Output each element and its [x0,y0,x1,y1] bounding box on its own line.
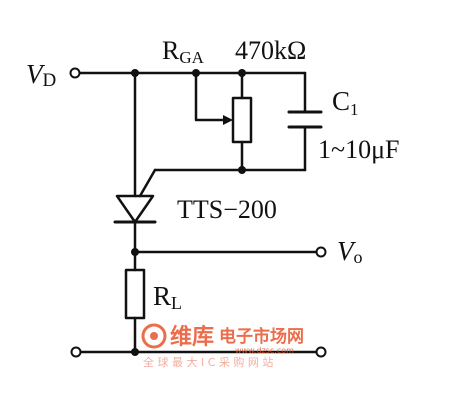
watermark-brand: 维库 [170,324,214,350]
junction-dot [131,348,139,356]
terminal-ground-left [70,346,82,358]
label-c1-value: 1~10μF [318,135,399,164]
terminal-vo [315,246,327,258]
thyristor-triangle [115,194,155,224]
wire-wiper [194,71,230,122]
watermark-title: 电子市场网 [219,326,304,347]
watermark: 维库 电子市场网 www.dzsc.com 全 球 最 大 I C 采 购 网 … [141,323,304,369]
junction-dot [192,69,200,77]
label-rga: RGA [162,36,205,67]
label-rl: RL [153,281,182,313]
label-c1: C1 [332,86,359,119]
junction-dot [131,69,139,77]
wiper-arrow-icon [223,115,233,125]
label-rga-value: 470kΩ [235,36,306,65]
terminal-vd [69,67,81,79]
label-vo: Vo [337,236,363,267]
watermark-url: www.dzsc.com [235,346,294,355]
potentiometer-body [231,96,253,144]
junction-dot [131,248,139,256]
watermark-slogan: 全 球 最 大 I C 采 购 网 站 [143,355,273,369]
label-thyristor: TTS−200 [177,195,277,224]
wire-gate [138,168,157,198]
junction-dot [238,166,246,174]
resistor-rl-body [124,268,146,320]
watermark-logo-icon [141,323,167,349]
label-vd: VD [26,59,56,91]
terminal-ground-right [315,346,327,358]
junction-dot [238,69,246,77]
